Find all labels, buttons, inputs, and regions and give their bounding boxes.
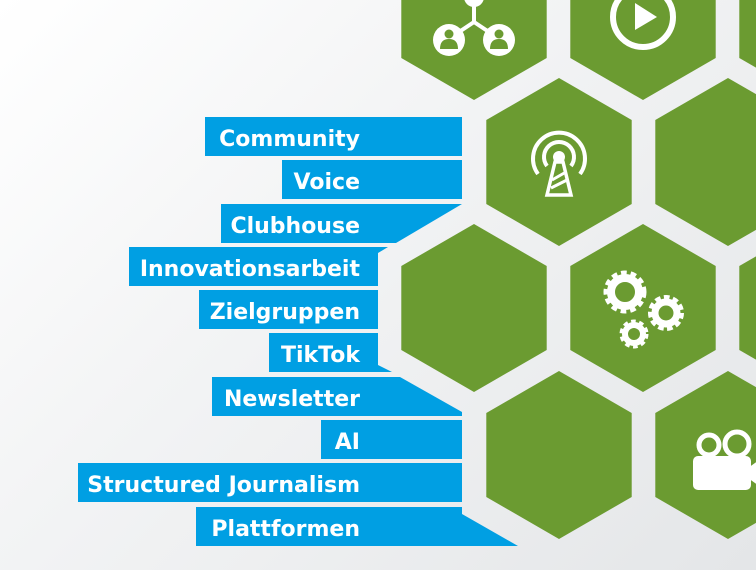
hexagon-tile — [655, 78, 756, 246]
label-bar — [212, 377, 462, 416]
label-bar — [269, 333, 392, 372]
label-bar — [199, 290, 378, 329]
label-text: AI — [335, 430, 360, 455]
label-text: Community — [219, 127, 360, 152]
label-text: Plattformen — [211, 517, 360, 542]
antenna-icon — [531, 130, 587, 197]
play-icon — [610, 0, 676, 50]
hexagon-tile — [401, 224, 547, 392]
label-text: TikTok — [281, 343, 361, 368]
label-bar — [205, 117, 462, 156]
hexagon-tile — [401, 0, 547, 100]
label-bar — [78, 463, 462, 502]
hexagon-tile — [739, 256, 756, 360]
label-bar — [221, 204, 462, 243]
label-text: Newsletter — [224, 387, 360, 412]
hexagon-tile — [486, 371, 632, 539]
hexagon-tile — [570, 224, 716, 392]
video-camera-icon — [693, 429, 756, 490]
label-text: Innovationsarbeit — [140, 257, 361, 282]
label-text: Zielgruppen — [210, 300, 360, 325]
gears-icon — [603, 270, 684, 349]
label-text: Structured Journalism — [87, 473, 360, 498]
label-text: Voice — [294, 170, 360, 195]
label-bar — [282, 160, 462, 199]
label-text: Clubhouse — [230, 214, 360, 239]
hexagon-tile — [739, 0, 756, 68]
network-people-icon — [433, 0, 515, 56]
label-bar — [129, 247, 388, 286]
label-bar — [321, 420, 462, 459]
label-bar — [196, 507, 518, 546]
